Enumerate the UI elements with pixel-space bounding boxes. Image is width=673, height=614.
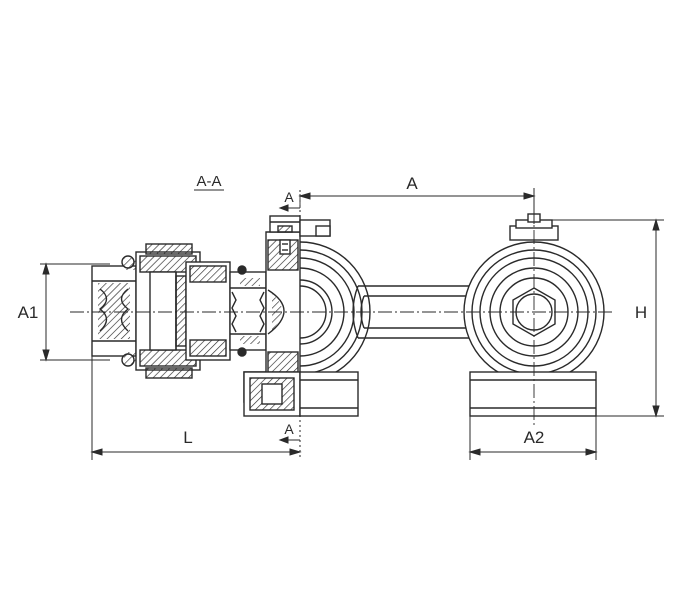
dim-label-l: L	[183, 428, 192, 447]
labels: A-A A A1 H L A2 A A	[18, 173, 648, 447]
dim-label-a2: A2	[524, 428, 545, 447]
right-valve-body	[463, 213, 605, 417]
front-view	[299, 213, 605, 417]
cut-marker-top: A	[284, 189, 294, 205]
section-label: A-A	[196, 173, 221, 190]
dim-label-h: H	[635, 303, 647, 322]
threaded-stem	[229, 265, 267, 357]
coupling-body	[135, 243, 231, 379]
dim-label-a1: A1	[18, 303, 39, 322]
left-valve-body	[299, 219, 371, 417]
dimensions	[40, 188, 664, 460]
cut-marker-bottom: A	[284, 421, 294, 437]
section-view	[91, 190, 301, 460]
union-nut	[91, 255, 137, 367]
center-lines	[70, 190, 612, 428]
dim-label-a: A	[406, 174, 418, 193]
